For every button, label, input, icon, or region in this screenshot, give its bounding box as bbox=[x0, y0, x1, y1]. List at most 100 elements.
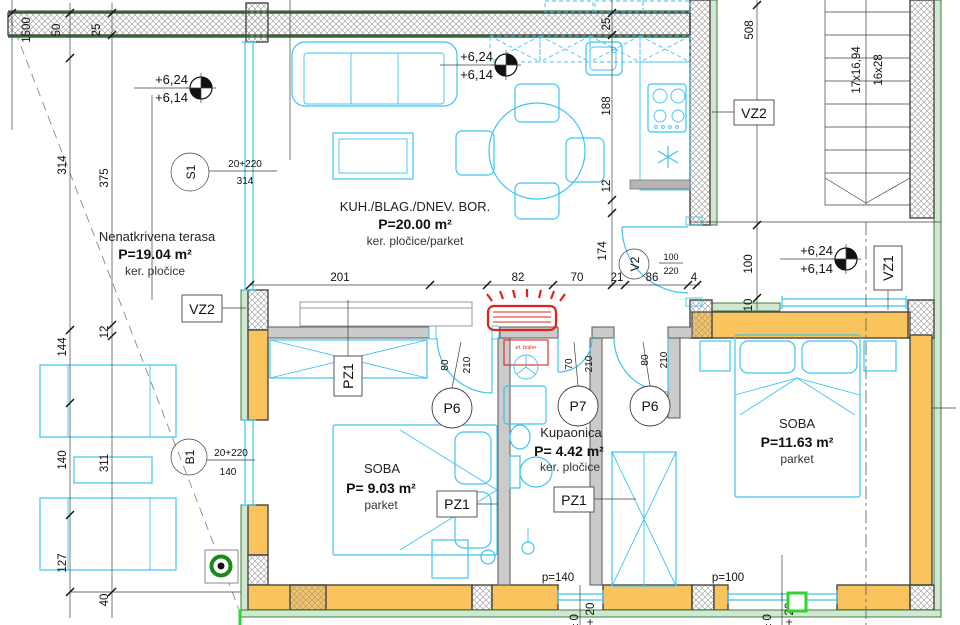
exterior-walls bbox=[7, 0, 942, 618]
marker-p6-id: P6 bbox=[641, 398, 658, 414]
shower-drain-icon bbox=[521, 528, 535, 555]
dim-1500: 1500 bbox=[21, 17, 33, 43]
room-finish-living: ker. pločice/parket bbox=[367, 234, 464, 248]
dim-82: 82 bbox=[512, 272, 525, 284]
room-area-bedroom2: P=11.63 m² bbox=[761, 434, 834, 450]
dim-86: 86 bbox=[646, 272, 659, 284]
marker-v2-num: 100 bbox=[663, 252, 678, 262]
door-width-label: 70 bbox=[564, 358, 575, 370]
marker-v2-id: V2 bbox=[628, 256, 642, 271]
cooktop-icon bbox=[647, 83, 687, 133]
pz1-label: PZ1 bbox=[444, 496, 470, 512]
toilet-icon bbox=[509, 455, 553, 489]
label-vz2-right: VZ2 bbox=[712, 99, 775, 126]
sun-lounger-icon bbox=[39, 364, 177, 438]
door-height-label: 210 bbox=[659, 351, 670, 368]
dim-25: 25 bbox=[91, 24, 103, 37]
stairs-step-count-label: 16x28 bbox=[873, 54, 885, 85]
level-lower-label: +6,14 bbox=[800, 261, 833, 276]
door-p6-left bbox=[436, 337, 493, 394]
level-zero-label: ± 0 bbox=[569, 614, 581, 625]
door-width-label: 80 bbox=[440, 359, 451, 371]
dim-50: 50 bbox=[51, 24, 63, 37]
kitchen-shelf bbox=[629, 179, 691, 190]
benchmark-icon bbox=[831, 244, 861, 274]
pz1-label: PZ1 bbox=[561, 492, 587, 508]
glazing-vz2-left-window bbox=[242, 41, 256, 291]
door-height-label: 210 bbox=[462, 356, 473, 373]
nightstand-icon bbox=[699, 340, 731, 372]
washbasin-icon bbox=[509, 424, 531, 450]
level-upper-label: +6,24 bbox=[460, 49, 493, 64]
vz2-label: VZ2 bbox=[741, 105, 767, 121]
room-name-bedroom2: SOBA bbox=[779, 416, 815, 431]
parapet-label-p140: p=140 bbox=[542, 572, 574, 584]
bed-double-icon bbox=[734, 334, 861, 498]
shelf-icon bbox=[299, 301, 473, 327]
vz2-label: VZ2 bbox=[189, 301, 215, 317]
level-upper-label: +6,24 bbox=[155, 72, 188, 87]
desk-icon bbox=[431, 539, 469, 579]
kitchen-sink-icon bbox=[585, 41, 623, 76]
benchmark-icon bbox=[186, 73, 216, 103]
terrace-table-icon bbox=[73, 456, 153, 484]
room-area-living: P=20.00 m² bbox=[378, 216, 452, 232]
vz1-label: VZ1 bbox=[880, 255, 896, 281]
marker-p6-right: 80 210 P6 bbox=[629, 341, 671, 427]
room-name-bedroom1: SOBA bbox=[364, 461, 400, 476]
marker-b1-den: 140 bbox=[220, 467, 237, 478]
stairs-riser-label: 17x16,94 bbox=[851, 46, 863, 94]
level-upper-label: +6,24 bbox=[800, 243, 833, 258]
door-v2-entry bbox=[621, 216, 703, 307]
room-name-bath: Kupaonica bbox=[540, 425, 602, 440]
room-labels: KUH./BLAG./DNEV. BOR. P=20.00 m² ker. pl… bbox=[99, 199, 834, 512]
room-name-living: KUH./BLAG./DNEV. BOR. bbox=[340, 199, 491, 214]
marker-s1-num: 20+220 bbox=[228, 159, 262, 170]
dim-188: 188 bbox=[601, 96, 613, 115]
parapet-label-p100: p=100 bbox=[712, 572, 744, 584]
level-lower-label: +6,14 bbox=[460, 67, 493, 82]
door-height-label: 210 bbox=[584, 355, 595, 372]
dim-12b: 12 bbox=[601, 180, 613, 193]
level-marker-3: +6,24 +6,14 bbox=[780, 243, 861, 276]
glazing-vz1-window bbox=[781, 296, 907, 309]
dim-201: 201 bbox=[330, 272, 349, 284]
coffee-table-icon bbox=[332, 132, 414, 180]
room-area-terrace: P=19.04 m² bbox=[118, 246, 192, 262]
marker-p6-id: P6 bbox=[443, 400, 460, 416]
marker-p7: 70 210 P7 bbox=[557, 341, 599, 427]
dim-10: 10 bbox=[743, 299, 755, 312]
label-pz1-bedroom1: PZ1 bbox=[436, 490, 497, 518]
room-finish-terrace: ker. pločice bbox=[125, 264, 185, 278]
bedroom1-furniture bbox=[269, 301, 498, 579]
dim-140: 140 bbox=[57, 450, 69, 469]
fridge-snowflake-icon bbox=[657, 146, 679, 168]
dim-4: 4 bbox=[691, 272, 698, 284]
sun-lounger-icon bbox=[39, 497, 177, 571]
room-finish-bedroom1: parket bbox=[364, 498, 398, 512]
sofa-icon bbox=[291, 41, 458, 107]
dim-70: 70 bbox=[571, 272, 584, 284]
marker-s1-id: S1 bbox=[184, 164, 198, 179]
glazing-b1-terrace-door bbox=[242, 419, 256, 506]
door-width-label: 80 bbox=[640, 354, 651, 366]
dim-314: 314 bbox=[57, 155, 69, 175]
room-finish-bedroom2: parket bbox=[780, 452, 814, 466]
dimension-labels: 1500 50 25 314 375 144 12 140 311 127 40… bbox=[21, 17, 756, 606]
dim-375: 375 bbox=[99, 168, 111, 187]
label-vz2-left: VZ2 bbox=[181, 294, 246, 323]
dim-40: 40 bbox=[99, 594, 111, 607]
marker-v2-den: 220 bbox=[663, 266, 678, 276]
terrace-furniture bbox=[39, 364, 241, 593]
level-lower-label: +6,14 bbox=[155, 90, 188, 105]
survey-square-icon bbox=[786, 591, 808, 613]
dim-100: 100 bbox=[743, 254, 755, 273]
dim-144: 144 bbox=[57, 337, 69, 357]
dim-508: 508 bbox=[744, 20, 756, 39]
level-plus20-label: + 20 bbox=[585, 603, 597, 625]
washing-machine-icon bbox=[503, 385, 547, 425]
room-area-bath: P= 4.42 m² bbox=[534, 443, 604, 459]
marker-p6-left: 80 210 P6 bbox=[431, 341, 473, 429]
heater-icon bbox=[486, 289, 566, 332]
